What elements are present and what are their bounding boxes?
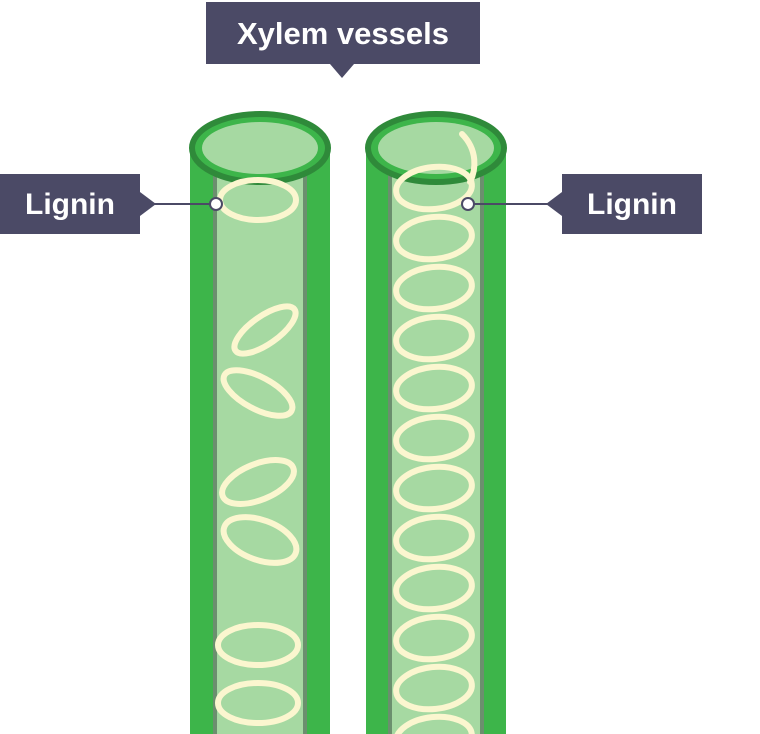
left-lignin-rings (215, 177, 301, 726)
lignin-coil (393, 463, 475, 513)
right-lignin-label: Lignin (461, 174, 702, 234)
left-lumen-edge-right (303, 160, 307, 734)
lignin-ring (219, 457, 297, 507)
left-lignin-label: Lignin (0, 174, 223, 234)
lignin-ring (220, 514, 300, 566)
left-lumen-edge-left (213, 160, 217, 734)
lignin-coil (393, 663, 475, 713)
right-label-box (562, 174, 702, 234)
title-label-text: Xylem vessels (237, 16, 449, 51)
left-label-pointer (140, 192, 156, 216)
xylem-vessels-label: Xylem vessels (206, 2, 480, 78)
left-vessel-lumen (215, 150, 305, 734)
lignin-spiral (393, 163, 475, 734)
lignin-ring (231, 303, 299, 357)
title-label-pointer (330, 64, 354, 78)
lignin-ring (215, 622, 301, 668)
right-lumen-edge-left (388, 160, 392, 734)
right-lumen-edge-right (480, 160, 484, 734)
left-label-box (0, 174, 140, 234)
lignin-coil (393, 563, 475, 613)
lignin-ring (215, 680, 301, 726)
lignin-ring (220, 367, 296, 419)
left-label-dot (209, 197, 223, 211)
left-xylem-vessel (189, 111, 331, 734)
right-label-dot (461, 197, 475, 211)
left-vessel-opening (202, 122, 318, 174)
right-label-pointer (546, 192, 562, 216)
right-label-text: Lignin (587, 188, 677, 221)
lignin-coil (393, 313, 475, 363)
lignin-coil (393, 613, 475, 663)
lignin-coil (393, 263, 475, 313)
title-label-box (206, 2, 480, 64)
left-label-text: Lignin (25, 188, 115, 221)
lignin-coil (393, 363, 475, 413)
lignin-coil (393, 513, 475, 563)
lignin-coil (393, 713, 475, 734)
lignin-coil (393, 163, 475, 213)
lignin-coil (393, 213, 475, 263)
lignin-coil (393, 413, 475, 463)
right-xylem-vessel (365, 111, 507, 734)
